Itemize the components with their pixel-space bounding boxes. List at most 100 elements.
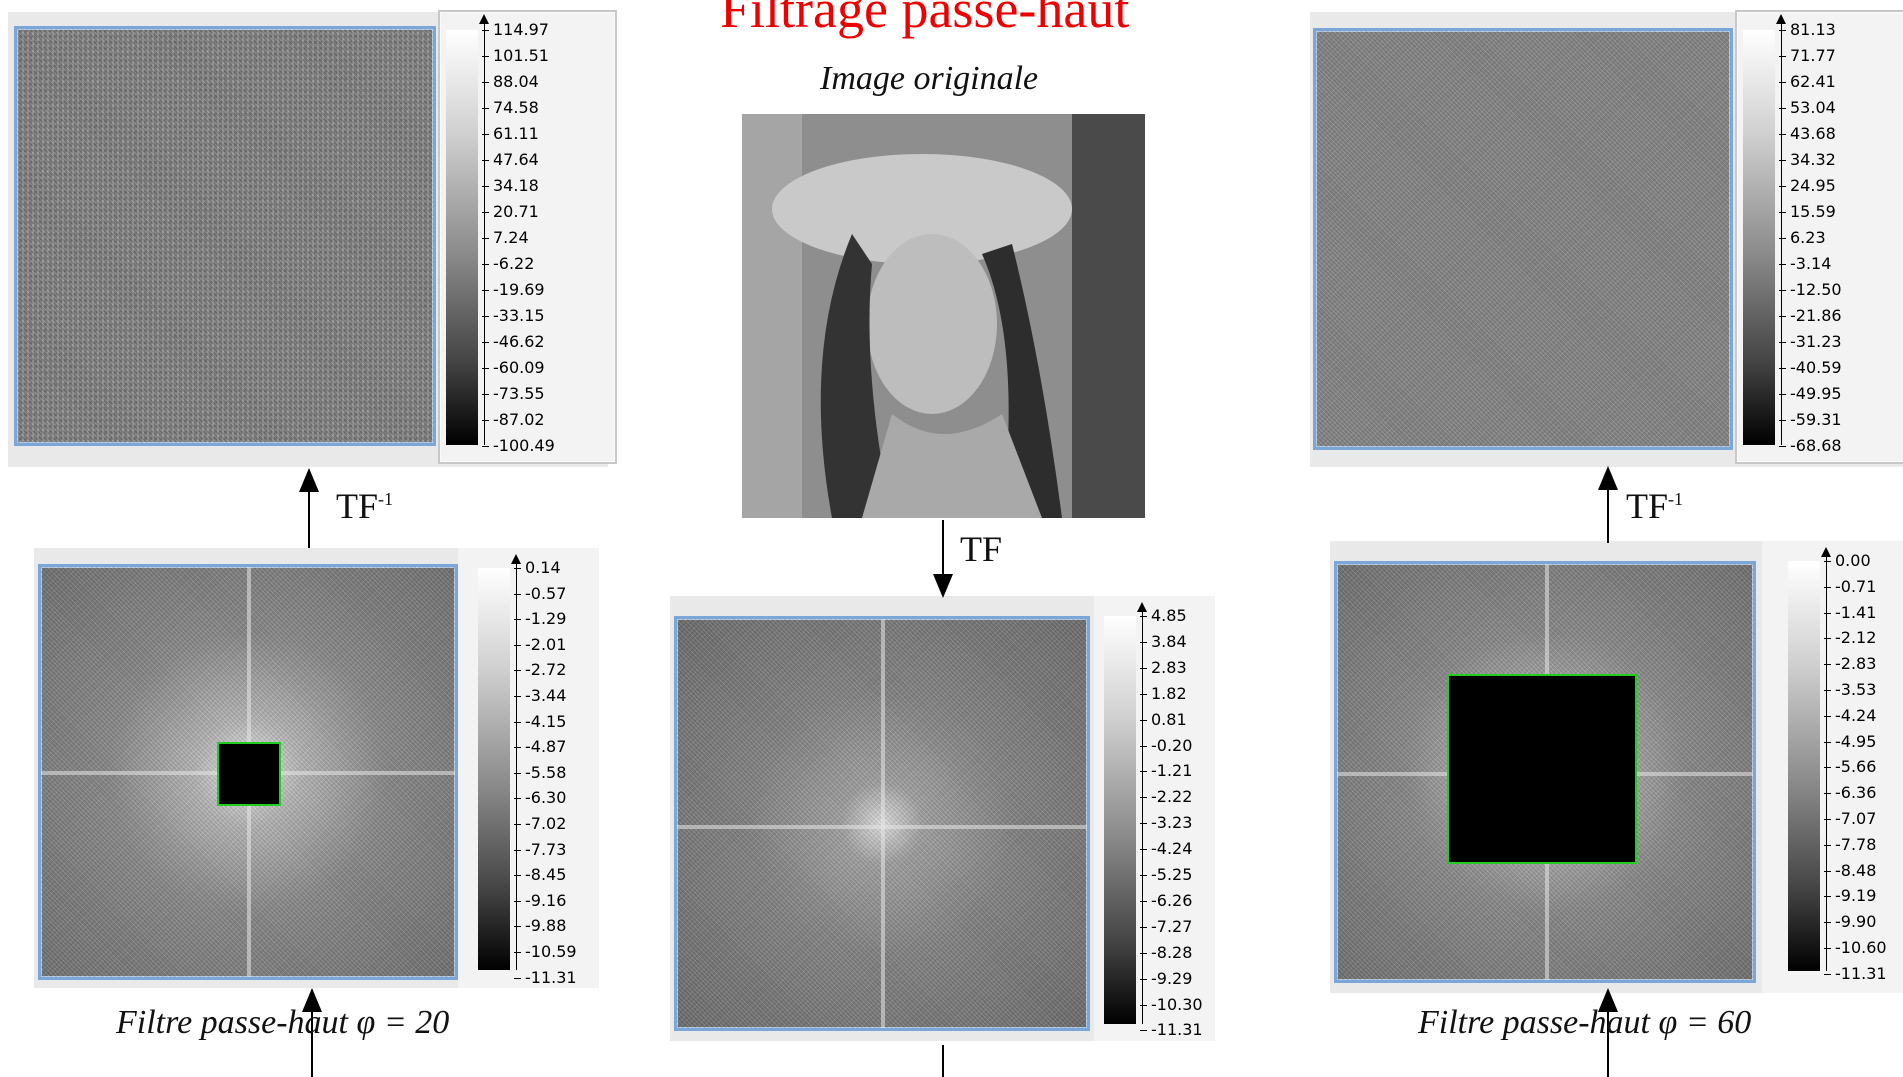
colorbar-tick-label: -9.19 [1824, 888, 1876, 904]
colorbar-tick-label: -68.68 [1779, 438, 1842, 454]
colorbar-tick-label: -60.09 [482, 360, 545, 376]
colorbar-tick-label: 1.82 [1140, 685, 1187, 702]
colorbar-tick-label: -10.59 [514, 944, 577, 960]
colorbar-tick-label: 4.85 [1140, 608, 1187, 624]
colorbar-gradient [478, 568, 510, 970]
colorbar-tick-label: 81.13 [1779, 22, 1836, 38]
original-image [742, 114, 1145, 518]
colorbar-tick-label: -19.69 [482, 282, 545, 298]
colorbar-tick-label: -7.73 [514, 841, 566, 858]
left-filter-caption: Filtre passe-haut φ = 20 [116, 1004, 449, 1042]
colorbar-tick-label: 34.18 [482, 178, 539, 194]
colorbar-tick-label: 0.81 [1140, 711, 1187, 728]
arrow-tf-head [933, 574, 953, 598]
colorbar-tick-label: -7.02 [514, 816, 566, 832]
colorbar-tick-label: -5.25 [1140, 867, 1192, 883]
tfi-left-label: TF-1 [336, 485, 393, 527]
colorbar-tick-label: -11.31 [1824, 965, 1887, 982]
colorbar-tick-label: 15.59 [1779, 204, 1836, 220]
colorbar-tick-label: -6.26 [1140, 892, 1192, 909]
spectrum-original [674, 616, 1090, 1031]
colorbar-tick-label: -0.71 [1824, 578, 1876, 595]
colorbar-gradient [1104, 616, 1136, 1024]
colorbar-tick-label: -12.50 [1779, 282, 1842, 298]
colorbar-tick-label: -11.31 [514, 969, 577, 986]
colorbar-tick-label: -59.31 [1779, 412, 1842, 428]
spectrum-panel-60: 0.00-0.71-1.41-2.12-2.83-3.53-4.24-4.95-… [1330, 541, 1903, 993]
image-texture [1316, 31, 1730, 447]
colorbar-tick-label: -8.48 [1824, 862, 1876, 879]
phi-symbol: φ [356, 1004, 376, 1041]
page-title: Filtrage passe-haut [720, 0, 1130, 39]
colorbar-tick-label: -2.12 [1824, 630, 1876, 646]
colorbar-tick-label: -9.88 [514, 918, 566, 934]
colorbar-axis-arrow [511, 554, 521, 564]
colorbar-tick-label: 114.97 [482, 22, 549, 38]
colorbar-tick-label: -3.44 [514, 688, 566, 704]
tfi-right-sup: -1 [1668, 489, 1684, 509]
colorbar-tick-label: -7.78 [1824, 836, 1876, 853]
left-phi-value: = 20 [375, 1004, 450, 1041]
masked-spectrum-60 [1334, 561, 1756, 983]
colorbar-tick-label: -4.15 [514, 713, 566, 730]
colorbar-tick-label: -0.57 [514, 585, 566, 602]
masked-spectrum-20 [38, 564, 458, 980]
arrow-input-center-line [942, 1045, 944, 1077]
filtered-image-panel-20: 114.97 101.51 88.04 74.58 61.11 47.64 34.18 20.… [8, 10, 617, 467]
colorbar-tick-label: -33.15 [482, 308, 545, 324]
tfi-right-text: TF [1626, 486, 1669, 526]
filtered-image-60 [1313, 28, 1733, 450]
colorbar-tick-label: 88.04 [482, 74, 539, 90]
colorbar-axis-arrow [479, 14, 489, 24]
colorbar-tick-label: 3.84 [1140, 633, 1187, 650]
colorbar-tick-label: 62.41 [1779, 74, 1836, 90]
portrait-sketch [742, 114, 1145, 518]
spectrum-panel-20: 0.14-0.57-1.29-2.01-2.72-3.44-4.15-4.87-… [34, 548, 599, 988]
colorbar-tick-label: -11.31 [1140, 1022, 1203, 1038]
colorbar-tick-label: 61.11 [482, 126, 539, 142]
arrow-input-right-line [1607, 1010, 1609, 1077]
colorbar-tick-label: -6.36 [1824, 785, 1876, 801]
colorbar-tick-label: -4.24 [1140, 841, 1192, 857]
colorbar-tick-label: -3.53 [1824, 682, 1876, 698]
filtered-image-20 [14, 26, 436, 446]
colorbar-tick-label: 43.68 [1779, 126, 1836, 142]
colorbar-tick-label: -0.20 [1140, 737, 1192, 754]
colorbar-axis-arrow [1821, 547, 1831, 557]
arrow-tfi-right-head [1598, 466, 1618, 490]
arrow-input-left-line [311, 1010, 313, 1077]
colorbar-tick-label: -2.01 [514, 636, 566, 653]
highpass-mask-60 [1447, 674, 1637, 864]
colorbar-tick-label: 53.04 [1779, 100, 1836, 116]
colorbar-tick-label: -1.29 [514, 611, 566, 627]
colorbar-tick-label: -73.55 [482, 386, 545, 402]
colorbar-tick-label: 74.58 [482, 100, 539, 116]
colorbar-gradient [446, 30, 478, 445]
colorbar-tick-label: 34.32 [1779, 152, 1836, 168]
colorbar-tick-label: 2.83 [1140, 659, 1187, 676]
colorbar-tick-label: -100.49 [482, 438, 555, 454]
colorbar-tick-label: -8.45 [514, 867, 566, 883]
colorbar-tick-label: -49.95 [1779, 386, 1842, 402]
colorbar-tick-label: -5.58 [514, 764, 566, 781]
left-caption-text: Filtre passe-haut [116, 1004, 357, 1041]
colorbar-tick-label: -1.41 [1824, 604, 1876, 621]
tfi-left-sup: -1 [378, 489, 394, 509]
colorbar-tick-label: -1.21 [1140, 763, 1192, 779]
colorbar-tick-label: 20.71 [482, 204, 539, 220]
image-texture [17, 29, 433, 443]
colorbar-tick-label: -10.60 [1824, 940, 1887, 956]
colorbar-tick-label: 0.00 [1824, 553, 1871, 569]
colorbar-tick-label: 71.77 [1779, 48, 1836, 64]
right-phi-value: = 60 [1677, 1004, 1752, 1041]
colorbar-tick-label: 101.51 [482, 48, 549, 64]
right-filter-caption: Filtre passe-haut φ = 60 [1418, 1004, 1751, 1042]
colorbar-tick-label: -9.29 [1140, 970, 1192, 987]
colorbar-tick-label: -7.27 [1140, 918, 1192, 935]
colorbar-tick-label: -2.22 [1140, 789, 1192, 805]
colorbar-tick-label: -31.23 [1779, 334, 1842, 350]
colorbar-tick-label: 47.64 [482, 152, 539, 168]
tf-label: TF [960, 529, 1003, 569]
